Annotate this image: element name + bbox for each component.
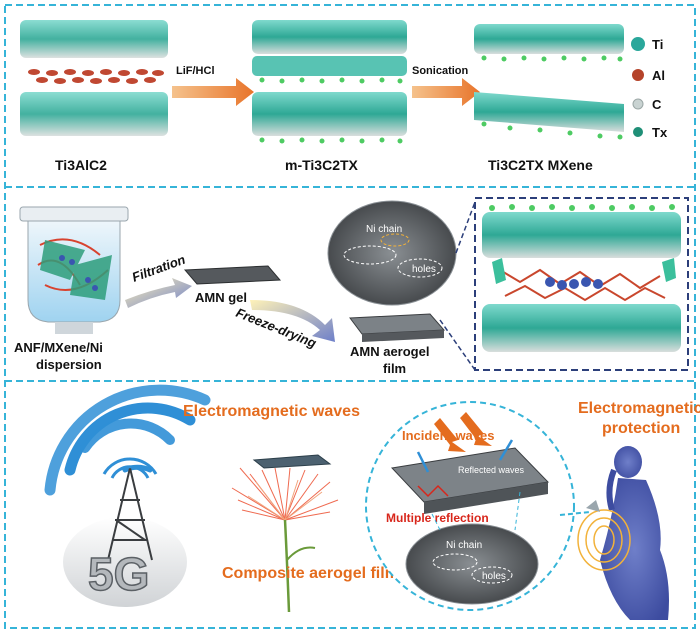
tx-legend-icon bbox=[633, 127, 643, 137]
ti3alc2-structure bbox=[20, 20, 168, 136]
panel-2-fabrication: ANF/MXene/Ni dispersion Filtration AMN g… bbox=[14, 197, 689, 376]
outer-frame bbox=[4, 4, 696, 629]
composite-film-label: Composite aerogel film bbox=[222, 565, 399, 582]
legend-al: Al bbox=[652, 68, 665, 83]
zoomed-structure-box bbox=[474, 197, 689, 371]
stage-ti3alc2: Ti3AlC2 bbox=[55, 157, 107, 173]
sem-ni-chain-label: Ni chain bbox=[366, 224, 402, 235]
al-legend-icon bbox=[632, 69, 644, 81]
reflected-wave-arrows bbox=[416, 439, 514, 473]
incident-wave-arrows bbox=[434, 412, 492, 452]
legend-tx: Tx bbox=[652, 125, 668, 140]
legend-c: C bbox=[652, 97, 662, 112]
protection-rings bbox=[577, 509, 631, 571]
incident-waves-label: Incident waves bbox=[402, 428, 494, 443]
reflected-waves-label: Reflected waves bbox=[458, 465, 525, 475]
atom-legend: Ti Al C Tx bbox=[631, 37, 668, 140]
legend-ti: Ti bbox=[652, 37, 663, 52]
multiple-reflection-label: Multiple reflection bbox=[386, 511, 489, 525]
tower-5g-label: 5G bbox=[88, 548, 149, 600]
sem-holes-label: holes bbox=[412, 264, 436, 275]
amn-gel-film bbox=[183, 265, 282, 285]
sonication-text: Sonication bbox=[412, 65, 469, 77]
protection-label-1: Electromagnetic bbox=[578, 400, 700, 417]
sem2-ni-chain-label: Ni chain bbox=[446, 540, 482, 551]
amn-aerogel-label-2: film bbox=[383, 361, 406, 376]
zoom-line-bottom bbox=[439, 319, 476, 371]
arrow-sonication: Sonication bbox=[412, 65, 480, 106]
zoom-line-top bbox=[455, 201, 476, 254]
ti-legend-icon bbox=[631, 37, 645, 51]
tower-5g: 5G bbox=[63, 457, 187, 607]
freeze-drying-arrow bbox=[250, 300, 335, 342]
amn-gel-label: AMN gel bbox=[195, 290, 247, 305]
connector-to-person bbox=[559, 511, 591, 516]
ti3c2tx-mxene-structure bbox=[474, 24, 624, 140]
sem2-holes-label: holes bbox=[482, 571, 506, 582]
m-ti3c2tx-structure bbox=[252, 20, 407, 144]
amn-aerogel-film bbox=[349, 313, 446, 342]
flower-with-film bbox=[231, 454, 339, 613]
sem-image-panel2: Ni chain holes bbox=[327, 200, 457, 306]
shielding-mechanism: Incident waves Reflected waves Multiple … bbox=[365, 401, 575, 611]
stage-ti3c2tx-mxene: Ti3C2TX MXene bbox=[488, 157, 593, 173]
protection-label-2: protection bbox=[602, 420, 680, 437]
em-waves-label: Electromagnetic waves bbox=[183, 403, 360, 420]
panel-3-application: Electromagnetic waves 5G bbox=[44, 384, 700, 620]
lif-hcl-label: LiF/HCl bbox=[176, 65, 215, 77]
arrow-lif-hcl: LiF/HCl bbox=[172, 65, 254, 106]
panel-1-synthesis: LiF/HCl Sonication bbox=[20, 20, 668, 173]
amn-aerogel-label-1: AMN aerogel bbox=[350, 344, 429, 359]
filtration-arrow bbox=[125, 278, 192, 308]
filtration-label: Filtration bbox=[130, 252, 187, 285]
c-legend-icon bbox=[632, 98, 644, 110]
dispersion-label-2: dispersion bbox=[36, 357, 102, 372]
beaker bbox=[19, 206, 129, 334]
dispersion-label-1: ANF/MXene/Ni bbox=[14, 340, 103, 355]
pregnant-woman-figure bbox=[577, 446, 669, 620]
stage-m-ti3c2tx: m-Ti3C2TX bbox=[285, 157, 359, 173]
